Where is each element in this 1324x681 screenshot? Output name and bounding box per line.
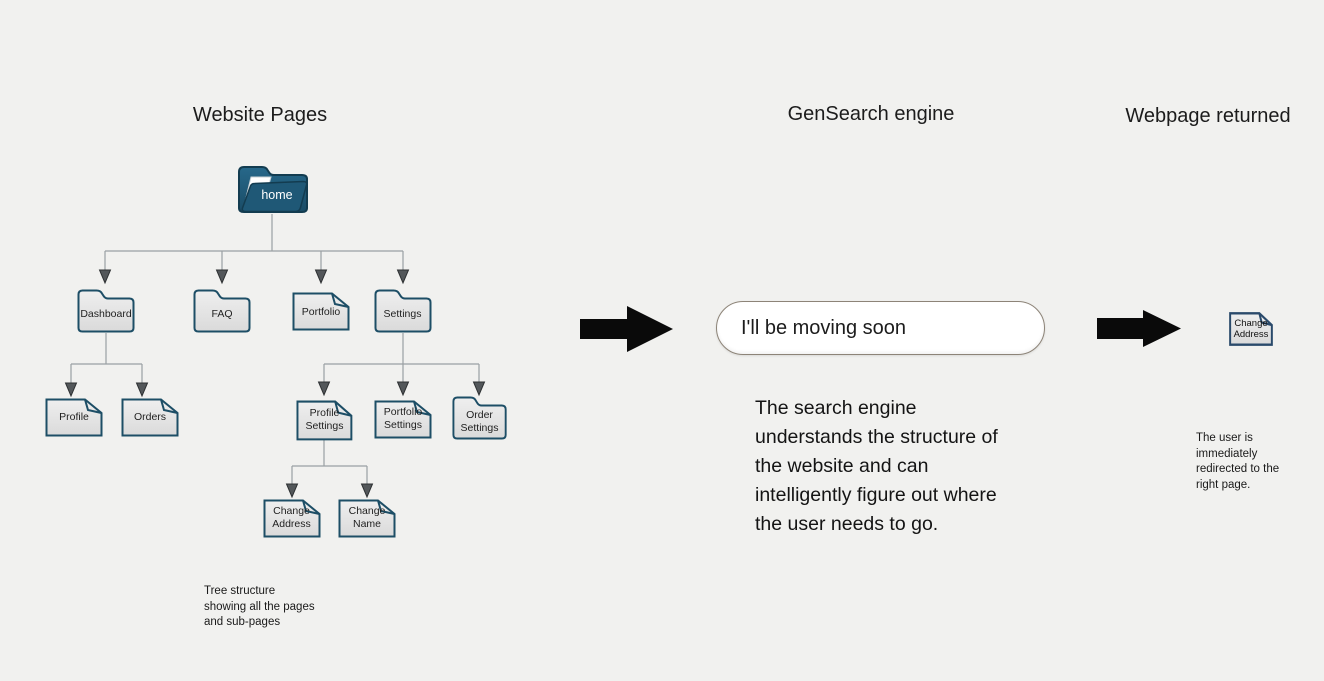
tree-node-faq: FAQ	[211, 308, 233, 321]
tree-node-settings: Settings	[383, 308, 422, 321]
result-caption: The user is immediately redirected to th…	[1196, 432, 1280, 491]
tree-connector-lines	[70, 214, 480, 484]
tree-node-home: home	[261, 187, 293, 202]
middle-column-title: GenSearch engine	[787, 103, 955, 125]
result-page-label: Change Address	[1233, 317, 1269, 340]
engine-description: The search engine understands the struct…	[755, 397, 998, 535]
tree-node-order-settings: Order Settings	[460, 408, 499, 434]
home-folder-icon	[238, 166, 308, 213]
tree-node-change-address: Change Address	[272, 505, 311, 530]
flow-arrow-right-icon	[1097, 310, 1181, 347]
left-column-title: Website Pages	[192, 104, 328, 126]
tree-node-dashboard: Dashboard	[80, 308, 132, 321]
flow-arrow-left-icon	[580, 306, 673, 352]
search-query-text: I'll be moving soon	[741, 316, 907, 339]
tree-node-portfolio: Portfolio	[301, 305, 341, 318]
tree-node-profile-settings: Profile Settings	[305, 407, 344, 432]
tree-node-profile: Profile	[59, 411, 89, 424]
tree-caption: Tree structure showing all the pages and…	[204, 585, 315, 628]
tree-node-orders: Orders	[133, 411, 167, 424]
search-input[interactable]: I'll be moving soon	[716, 301, 1045, 355]
tree-node-portfolio-settings: Portfolio Settings	[383, 406, 423, 431]
right-column-title: Webpage returned	[1125, 105, 1291, 127]
tree-node-change-name: Change Name	[348, 505, 386, 530]
